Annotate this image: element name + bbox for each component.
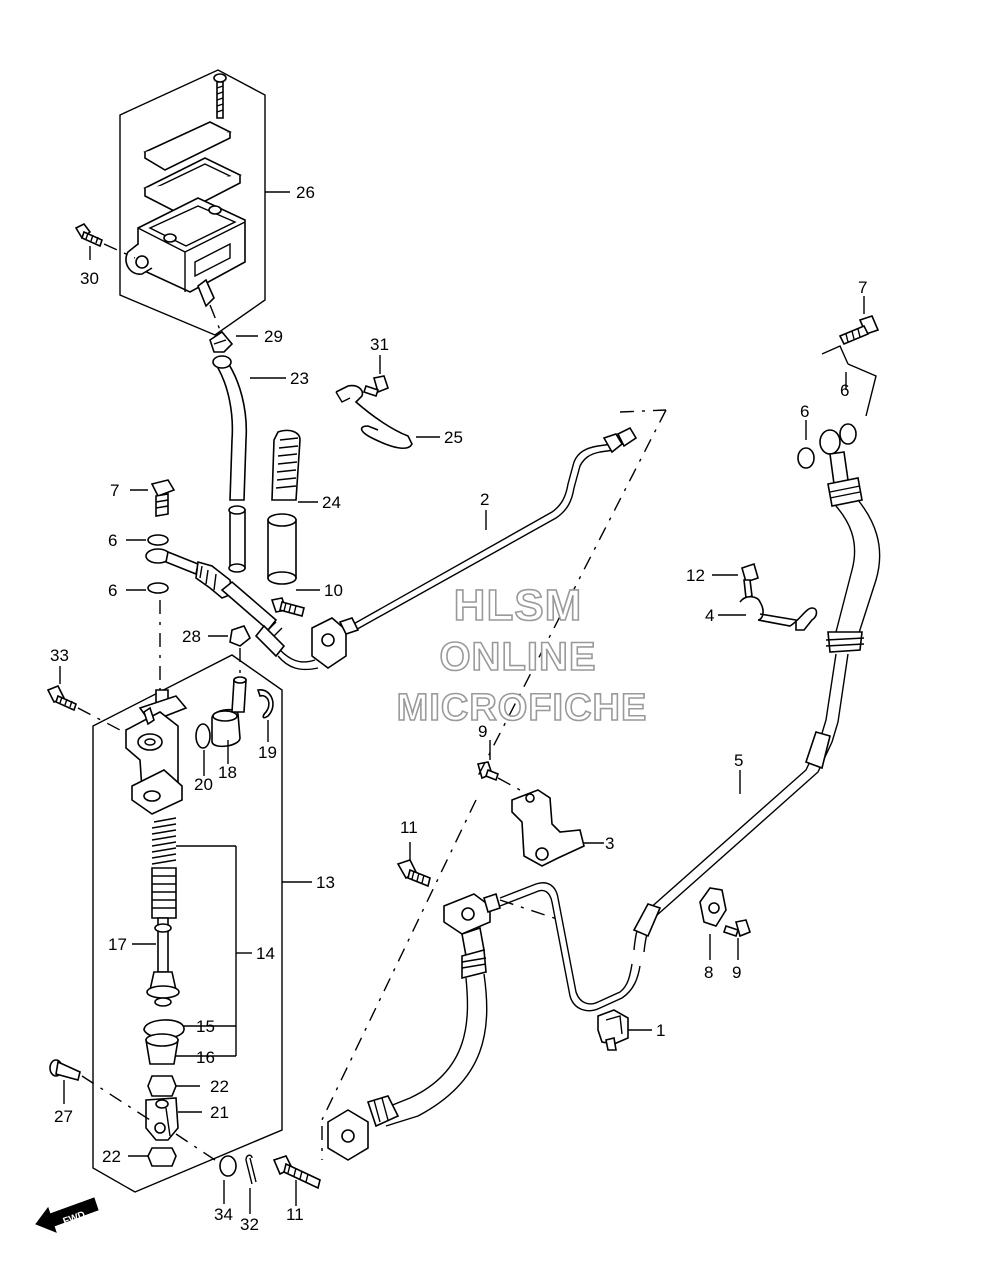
clevis-pin-27[interactable] [49,1059,81,1081]
brake-hose-5[interactable] [632,429,881,953]
reservoir-hose-23[interactable] [212,355,248,573]
callout-label: 1 [656,1021,665,1040]
callout-label: 24 [322,493,341,512]
callout-label: 33 [50,646,69,665]
callout-label: 28 [182,627,201,646]
callout-label: 17 [108,935,127,954]
callout-label: 11 [286,1205,304,1224]
bolt-33[interactable] [46,684,77,712]
bolt-31[interactable] [362,375,389,398]
washer-34[interactable] [219,1155,237,1177]
callout-label: 15 [196,1017,215,1036]
reservoir-cap-screw [213,73,227,119]
callout-label: 4 [705,606,714,625]
bolt-12[interactable] [741,562,759,600]
clamp-8[interactable] [699,887,727,927]
callout-label: 30 [80,269,99,288]
washer-6-right-b[interactable] [839,423,857,445]
bolt-9-lower[interactable] [722,919,751,938]
callout-label: 18 [218,763,237,782]
brake-pipe-lower[interactable] [499,882,641,1012]
forward-direction-badge: FWD [35,1197,99,1233]
callout-label: 9 [478,722,487,741]
pipe-joint-block-lower[interactable] [443,892,501,935]
cotter-pin-32[interactable] [245,1154,257,1185]
callout-label: 8 [704,963,713,982]
callout-labels: 1 2 3 4 5 6 6 6 6 7 7 8 9 9 10 11 11 12 … [50,183,867,1234]
reservoir-assembly[interactable] [119,69,266,336]
callout-label: 27 [54,1107,73,1126]
callout-label: 20 [194,775,213,794]
washer-6-right-a[interactable] [797,447,815,469]
clevis-21[interactable] [145,1097,179,1141]
circlip-19[interactable] [256,689,274,719]
callout-label: 19 [258,743,277,762]
washer-6-lower-left[interactable] [147,582,169,594]
master-cylinder-body[interactable] [125,689,188,815]
callout-label: 10 [324,581,343,600]
callout-label: 6 [108,581,117,600]
callout-label: 7 [858,278,867,297]
callout-label: 22 [102,1147,121,1166]
bolt-10[interactable] [270,597,305,617]
brake-pipe-2[interactable] [145,426,638,671]
banjo-bolt-7-left[interactable] [150,479,176,517]
watermark: HLSM ONLINE MICROFICHE [396,580,648,730]
callout-label: 26 [296,183,315,202]
callout-label: 31 [370,335,389,354]
callout-label: 7 [110,481,119,500]
callout-label: 12 [686,566,705,585]
callout-label: 11 [400,818,418,837]
clamp-28[interactable] [229,625,252,647]
callout-label: 14 [256,944,275,963]
bolt-9-upper[interactable] [476,761,499,782]
washer-6-upper-left[interactable] [147,534,169,546]
hose-nipple-18[interactable] [211,676,247,748]
callout-label: 6 [108,531,117,550]
clamp-29[interactable] [209,330,234,353]
bolt-11-lower[interactable] [272,1155,321,1190]
nut-22-lower[interactable] [147,1147,177,1167]
bracket-3[interactable] [511,789,585,867]
callout-label: 23 [290,369,309,388]
pipe-joint-block[interactable] [311,617,360,669]
reservoir-stay-25[interactable] [335,384,413,450]
callout-label: 16 [196,1048,215,1067]
bolt-30[interactable] [74,222,103,248]
watermark-line-2: ONLINE [439,635,596,679]
callout-label: 25 [444,428,463,447]
banjo-bolt-7-right[interactable] [838,315,880,346]
callout-label: 2 [480,490,489,509]
callout-label: 6 [840,381,849,400]
callout-label: 34 [214,1205,233,1224]
reservoir-hose-24[interactable] [267,429,301,585]
callout-label: 32 [240,1215,259,1234]
watermark-line-1: HLSM [454,581,583,630]
callout-label: 9 [732,963,741,982]
watermark-line-3: MICROFICHE [397,687,648,729]
o-ring-20[interactable] [195,723,211,749]
callout-label: 5 [734,751,743,770]
callout-label: 3 [605,834,614,853]
callout-label: 29 [264,327,283,346]
nut-22-upper[interactable] [147,1075,177,1097]
callout-label: 21 [210,1103,229,1122]
bolt-11-upper[interactable] [396,859,431,888]
brake-hose-lower[interactable] [327,926,488,1161]
callout-label: 6 [800,402,809,421]
dust-boot-16[interactable] [145,1033,179,1065]
stay-4[interactable] [739,595,818,631]
callout-label: 22 [210,1077,229,1096]
clamp-1[interactable] [597,1009,629,1051]
piston-kit-14[interactable] [146,817,180,1007]
callout-label: 13 [316,873,335,892]
